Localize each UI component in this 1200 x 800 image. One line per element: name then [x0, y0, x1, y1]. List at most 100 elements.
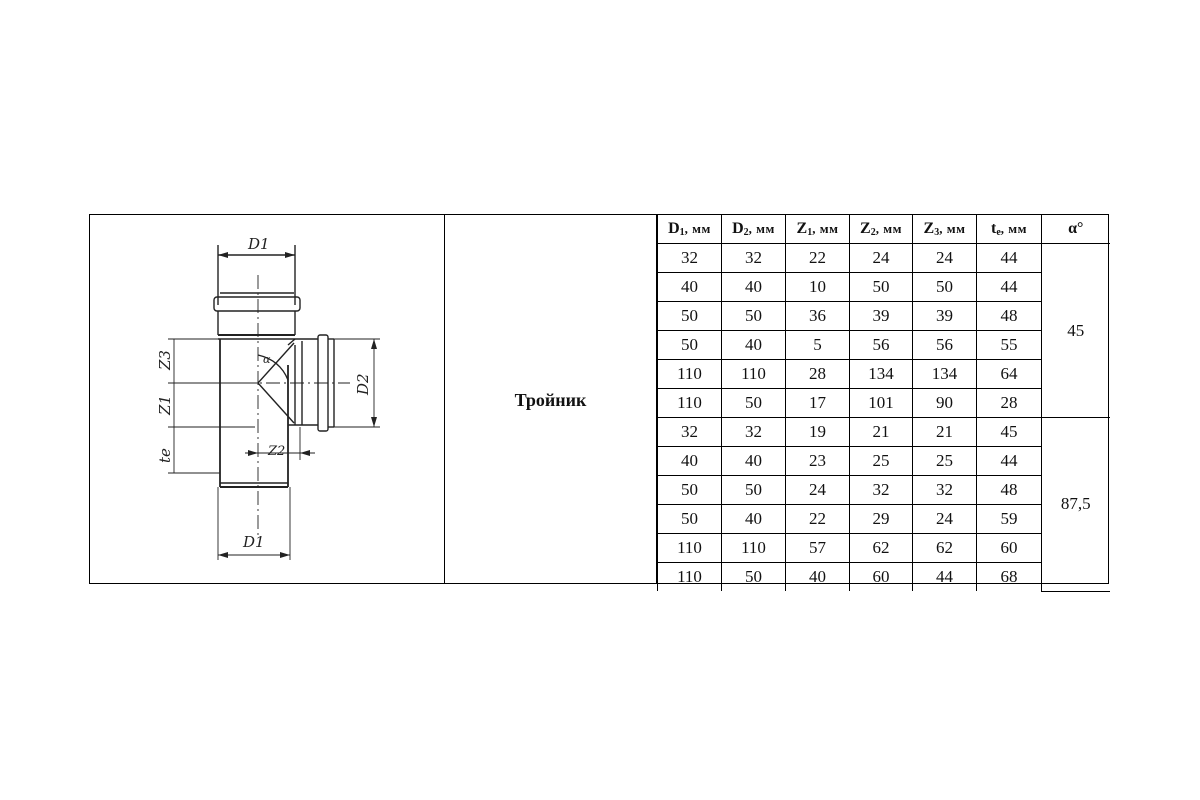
table-cell: 40: [721, 504, 786, 534]
table-cell: 40: [657, 272, 722, 302]
table-cell: 28: [976, 388, 1042, 418]
table-cell: 10: [785, 272, 850, 302]
svg-text:D1: D1: [242, 533, 265, 551]
table-cell: 32: [657, 417, 722, 447]
product-name: Тройник: [514, 390, 587, 410]
label-d1-top: D1: [247, 235, 270, 253]
table-cell: 50: [721, 562, 786, 591]
table-cell: 21: [849, 417, 913, 447]
table-cell: 24: [912, 504, 977, 534]
table-cell: 23: [785, 446, 850, 476]
table-cell: 24: [912, 243, 977, 273]
table-cell: 50: [657, 504, 722, 534]
table-cell: 32: [721, 417, 786, 447]
header-alpha: α°: [1041, 215, 1110, 244]
table-cell: 57: [785, 533, 850, 563]
table-cell: 48: [976, 301, 1042, 331]
table-cell: 110: [657, 533, 722, 563]
table-cell: 56: [849, 330, 913, 360]
table-cell: 44: [976, 272, 1042, 302]
table-cell: 62: [912, 533, 977, 563]
svg-text:D1: D1: [247, 235, 270, 253]
label-te: te: [156, 448, 174, 463]
svg-text:α: α: [263, 353, 271, 366]
table-cell: 55: [976, 330, 1042, 360]
table-cell: 59: [976, 504, 1042, 534]
table-cell: 5: [785, 330, 850, 360]
header-z1: Z1, мм: [785, 215, 850, 244]
table-cell: 50: [912, 272, 977, 302]
table-cell: 40: [657, 446, 722, 476]
header-d1: D1, мм: [657, 215, 722, 244]
table-cell: 25: [912, 446, 977, 476]
table-cell: 110: [657, 388, 722, 418]
table-cell: 17: [785, 388, 850, 418]
svg-text:Z3: Z3: [156, 350, 174, 371]
table-cell: 50: [657, 330, 722, 360]
label-d2: D2: [354, 373, 372, 396]
table-cell: 110: [721, 359, 786, 389]
table-cell: 40: [721, 330, 786, 360]
tee-drawing-cell: D1 D1 Z2 α Z3 Z1 te D2: [90, 215, 445, 583]
table-cell: 22: [785, 243, 850, 273]
table-cell: 48: [976, 475, 1042, 505]
table-cell: 24: [785, 475, 850, 505]
table-cell: 36: [785, 301, 850, 331]
table-cell: 60: [976, 533, 1042, 563]
table-cell: 39: [849, 301, 913, 331]
svg-text:Z2: Z2: [267, 444, 285, 459]
table-cell: 50: [849, 272, 913, 302]
table-cell: 44: [912, 562, 977, 591]
label-alpha: α: [263, 353, 271, 366]
table-cell: 40: [721, 272, 786, 302]
header-te: te, мм: [976, 215, 1042, 244]
angle-cell: 87,5: [1041, 417, 1110, 592]
product-name-cell: Тройник: [445, 215, 657, 583]
table-cell: 39: [912, 301, 977, 331]
table-cell: 28: [785, 359, 850, 389]
table-cell: 56: [912, 330, 977, 360]
table-cell: 32: [721, 243, 786, 273]
table-cell: 50: [721, 475, 786, 505]
label-z1: Z1: [156, 395, 174, 416]
table-cell: 101: [849, 388, 913, 418]
table-cell: 40: [721, 446, 786, 476]
table-cell: 24: [849, 243, 913, 273]
table-cell: 32: [849, 475, 913, 505]
table-cell: 32: [912, 475, 977, 505]
table-cell: 44: [976, 446, 1042, 476]
table-cell: 29: [849, 504, 913, 534]
table-cell: 50: [721, 301, 786, 331]
svg-text:D2: D2: [354, 373, 372, 396]
header-z3: Z3, мм: [912, 215, 977, 244]
table-cell: 110: [657, 359, 722, 389]
tee-technical-drawing: D1 D1 Z2 α Z3 Z1 te D2: [156, 235, 380, 560]
table-cell: 134: [912, 359, 977, 389]
label-d1-bottom: D1: [242, 533, 265, 551]
header-d2: D2, мм: [721, 215, 786, 244]
table-cell: 25: [849, 446, 913, 476]
table-cell: 60: [849, 562, 913, 591]
table-cell: 50: [721, 388, 786, 418]
table-cell: 134: [849, 359, 913, 389]
table-cell: 64: [976, 359, 1042, 389]
table-cell: 110: [721, 533, 786, 563]
table-cell: 50: [657, 475, 722, 505]
table-cell: 44: [976, 243, 1042, 273]
table-cell: 21: [912, 417, 977, 447]
table-cell: 90: [912, 388, 977, 418]
angle-cell: 45: [1041, 243, 1110, 418]
table-cell: 22: [785, 504, 850, 534]
table-cell: 110: [657, 562, 722, 591]
header-row: D1, мм D2, мм Z1, мм Z2, мм Z3, мм te, м…: [657, 215, 1110, 244]
table-cell: 40: [785, 562, 850, 591]
